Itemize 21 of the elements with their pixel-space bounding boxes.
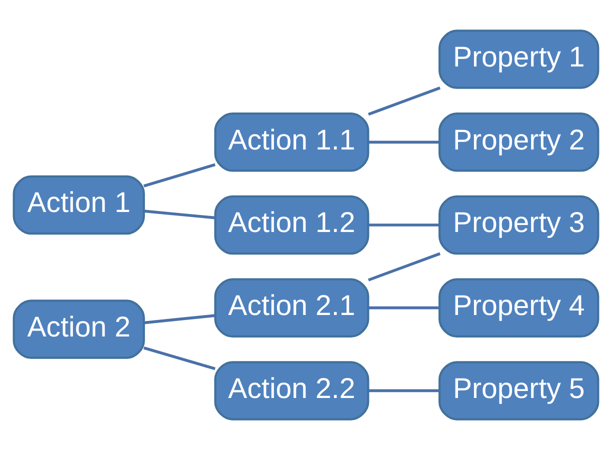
connector <box>368 389 440 392</box>
connector <box>368 252 441 282</box>
node-box: Action 2.2 <box>214 361 370 420</box>
node-box: Action 1 <box>12 175 145 235</box>
node-box: Action 2.1 <box>214 278 370 338</box>
connector <box>368 306 440 310</box>
node-box: Property 5 <box>438 361 600 420</box>
connector <box>143 163 216 188</box>
connector <box>368 86 441 116</box>
connector <box>368 140 440 144</box>
node-box: Property 2 <box>438 112 600 172</box>
node-box: Action 2 <box>12 300 145 359</box>
node-box: Action 1.1 <box>214 112 370 172</box>
connector <box>144 210 216 220</box>
connector <box>143 346 216 370</box>
node-box: Action 1.2 <box>214 195 370 255</box>
node-box: Property 4 <box>438 278 600 338</box>
connector <box>368 224 440 226</box>
connector <box>144 314 216 324</box>
node-box: Property 3 <box>438 195 600 255</box>
node-box: Property 1 <box>438 30 600 89</box>
